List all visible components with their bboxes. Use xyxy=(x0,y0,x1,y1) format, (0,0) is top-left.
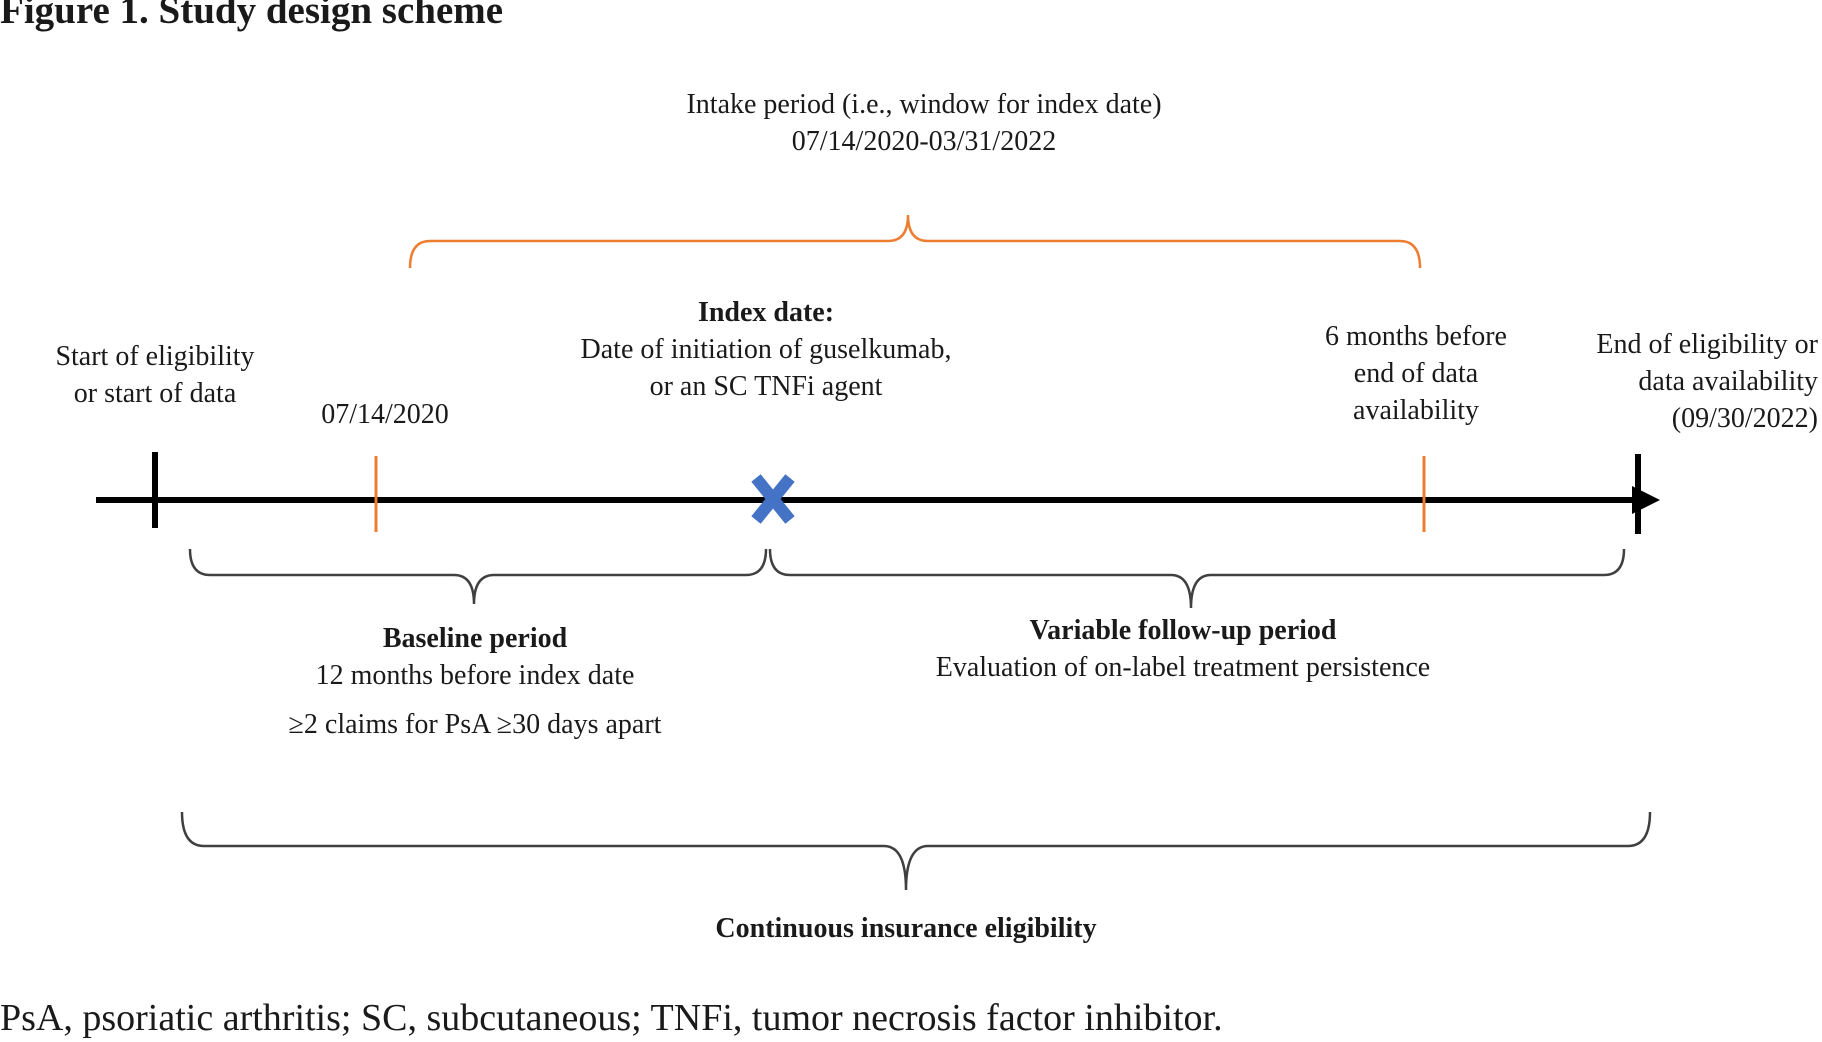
followup-period-brace xyxy=(768,548,1626,609)
six-months-line2: end of data xyxy=(1353,358,1479,389)
intake-period-label: Intake period (i.e., window for index da… xyxy=(604,86,1244,160)
start-eligibility-line2: or start of data xyxy=(73,378,237,409)
end-eligibility-line1: End of eligibility or xyxy=(1596,329,1818,360)
index-date-line1: Date of initiation of guselkumab, xyxy=(580,334,952,365)
followup-period-heading: Variable follow-up period xyxy=(1029,615,1337,646)
baseline-period-label: Baseline period 12 months before index d… xyxy=(240,620,710,743)
index-date-heading: Index date: xyxy=(697,297,835,328)
intake-period-dates: 07/14/2020-03/31/2022 xyxy=(791,126,1057,157)
cross-x-icon xyxy=(751,474,795,524)
baseline-period-line2: ≥2 claims for PsA ≥30 days apart xyxy=(288,709,662,740)
end-eligibility-date: (09/30/2022) xyxy=(1671,403,1818,434)
six-months-line3: availability xyxy=(1353,395,1479,426)
baseline-period-brace xyxy=(188,548,768,605)
continuous-eligibility-brace xyxy=(180,811,1652,891)
continuous-eligibility-label: Continuous insurance eligibility xyxy=(715,913,1097,944)
intake-start-date-label: 07/14/2020 xyxy=(321,399,449,430)
followup-period-line1: Evaluation of on-label treatment persist… xyxy=(935,652,1431,683)
end-eligibility-line2: data availability xyxy=(1638,366,1818,397)
figure-footnote: PsA, psoriatic arthritis; SC, subcutaneo… xyxy=(0,997,1223,1039)
six-months-label: 6 months before end of data availability xyxy=(1294,318,1538,429)
intake-period-brace xyxy=(408,214,1422,269)
followup-period-label: Variable follow-up period Evaluation of … xyxy=(858,612,1508,686)
figure-title: Figure 1. Study design scheme xyxy=(0,0,504,32)
index-date-label: Index date: Date of initiation of guselk… xyxy=(516,294,1016,405)
baseline-period-line1: 12 months before index date xyxy=(315,660,635,691)
start-eligibility-label: Start of eligibility or start of data xyxy=(20,338,290,412)
start-eligibility-line1: Start of eligibility xyxy=(55,341,255,372)
index-date-line2: or an SC TNFi agent xyxy=(649,371,883,402)
baseline-period-heading: Baseline period xyxy=(382,623,568,654)
six-months-line1: 6 months before xyxy=(1325,321,1507,352)
intake-period-line1: Intake period (i.e., window for index da… xyxy=(686,89,1162,120)
end-eligibility-label: End of eligibility or data availability … xyxy=(1560,326,1818,437)
